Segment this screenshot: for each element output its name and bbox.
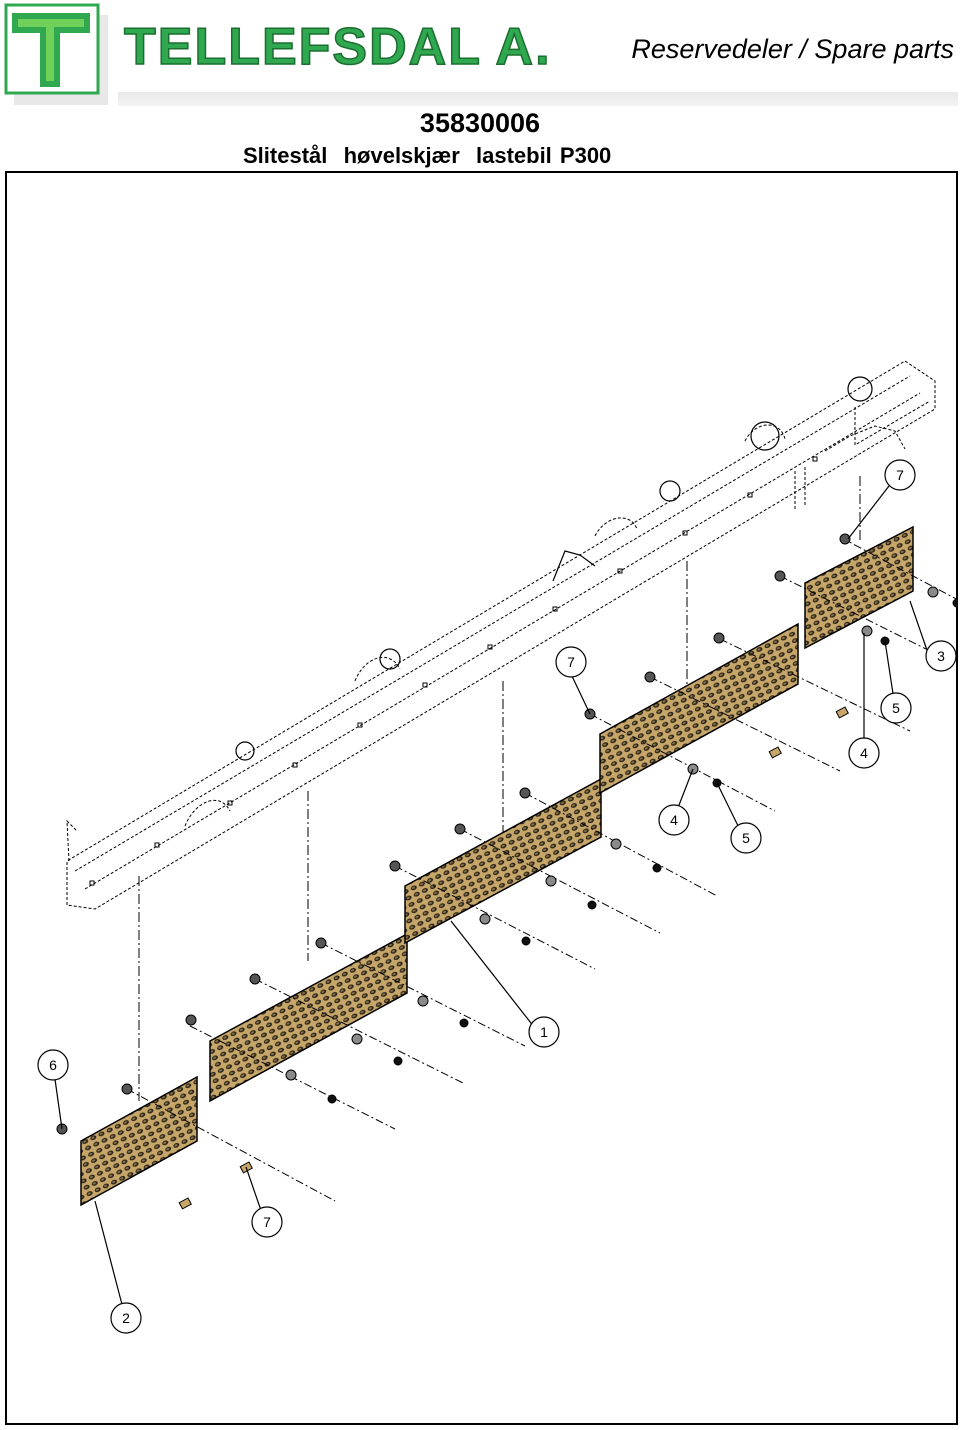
wear-plate-1c bbox=[599, 622, 799, 795]
callout-1: 1 bbox=[528, 1016, 560, 1048]
callout-6: 6 bbox=[37, 1049, 69, 1081]
company-name: TELLEFSDAL A.S bbox=[124, 18, 548, 76]
drawing-frame bbox=[5, 171, 958, 1425]
tellefsdal-logo-icon bbox=[4, 3, 108, 105]
callout-5-right: 5 bbox=[880, 692, 912, 724]
beam-bolt-holes bbox=[89, 456, 818, 886]
wear-plate-1b bbox=[404, 777, 602, 945]
svg-text:3: 3 bbox=[937, 648, 945, 664]
wear-plate-2 bbox=[80, 1075, 198, 1207]
callout-7-mid: 7 bbox=[555, 646, 587, 678]
svg-text:2: 2 bbox=[122, 1310, 130, 1326]
header: TELLEFSDAL A.S Reservedeler / Spare part… bbox=[0, 0, 960, 110]
part-number: 35830006 bbox=[419, 108, 541, 138]
alignment-lines bbox=[138, 476, 861, 1101]
wear-plate-3 bbox=[804, 525, 914, 650]
svg-text:6: 6 bbox=[49, 1057, 57, 1073]
svg-text:5: 5 bbox=[892, 700, 900, 716]
callout-3: 3 bbox=[925, 640, 957, 672]
callout-7-top: 7 bbox=[884, 459, 916, 491]
callout-5-mid: 5 bbox=[730, 822, 762, 854]
svg-text:1: 1 bbox=[540, 1024, 548, 1040]
company-wordmark: TELLEFSDAL A.S bbox=[123, 17, 548, 77]
callout-4-right: 4 bbox=[848, 737, 880, 769]
svg-text:7: 7 bbox=[567, 654, 575, 670]
callout-2: 2 bbox=[110, 1302, 142, 1334]
svg-text:7: 7 bbox=[896, 467, 904, 483]
svg-text:5: 5 bbox=[742, 830, 750, 846]
svg-text:4: 4 bbox=[860, 745, 868, 761]
part-description: Slitestål høvelskjær lastebil P300 bbox=[243, 143, 612, 168]
callout-4-mid: 4 bbox=[658, 804, 690, 836]
wear-plate-1a bbox=[209, 932, 408, 1103]
beam-hinge-details bbox=[235, 376, 873, 761]
page-subtitle: Reservedeler / Spare parts bbox=[631, 34, 954, 64]
exploded-view-drawing: 7 7 3 5 4 4 5 1 6 7 2 bbox=[37, 360, 958, 1334]
callout-7-bottom: 7 bbox=[251, 1206, 283, 1238]
leader-lines bbox=[52, 485, 930, 1317]
svg-text:4: 4 bbox=[670, 812, 678, 828]
blade-beam bbox=[66, 360, 936, 910]
svg-text:7: 7 bbox=[263, 1214, 271, 1230]
header-divider bbox=[118, 92, 958, 106]
